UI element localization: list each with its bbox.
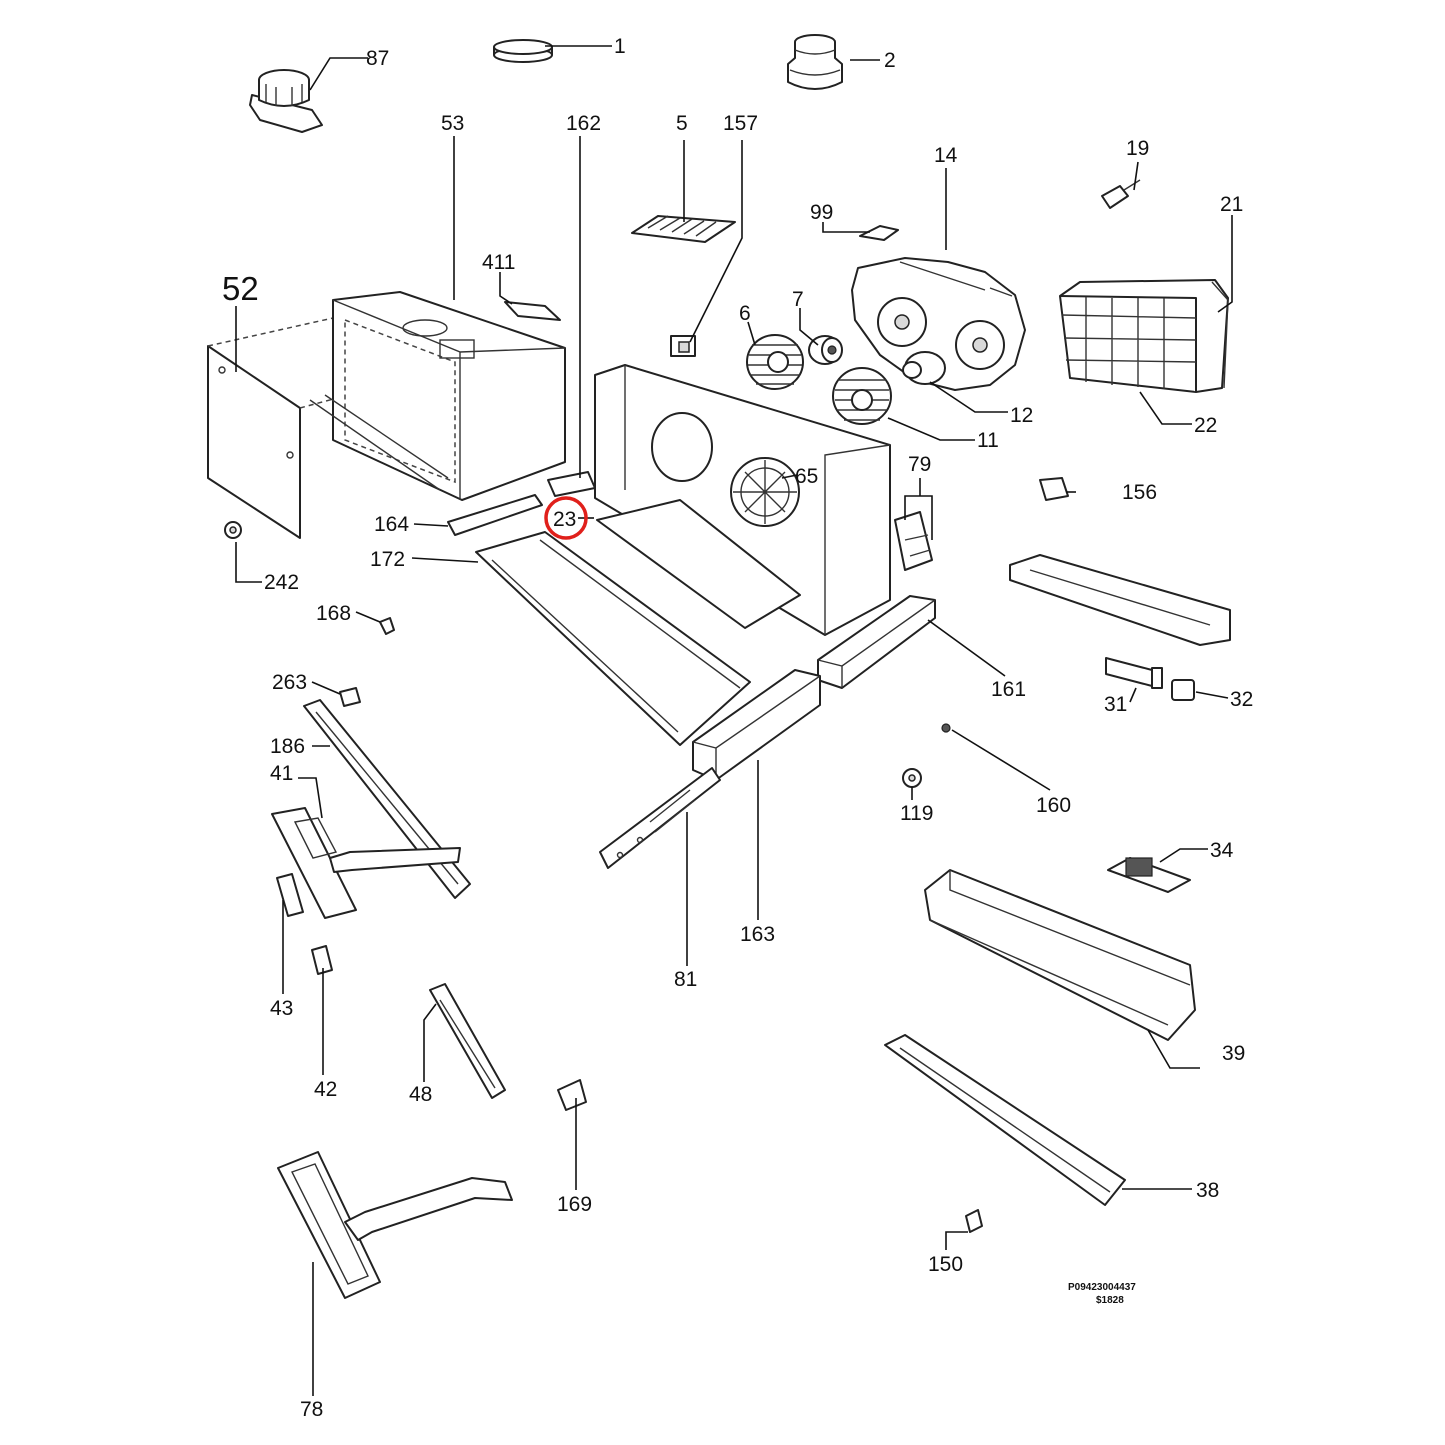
callout-1[interactable]: 1 [614, 35, 626, 58]
highlight-ring [544, 496, 588, 540]
callout-32[interactable]: 32 [1230, 688, 1253, 711]
callout-39[interactable]: 39 [1222, 1042, 1245, 1065]
callout-5[interactable]: 5 [676, 112, 688, 135]
callout-6[interactable]: 6 [739, 302, 751, 325]
part-23-base-plate[interactable] [596, 499, 801, 629]
callout-119[interactable]: 119 [900, 802, 933, 825]
reference-sub: $1828 [1096, 1295, 1124, 1306]
part-81-slide[interactable] [599, 767, 721, 869]
callout-14[interactable]: 14 [934, 144, 958, 167]
callout-19[interactable]: 19 [1126, 137, 1149, 160]
part-119-nut[interactable] [902, 768, 922, 788]
part-163-rail[interactable] [692, 669, 821, 781]
callout-31[interactable]: 31 [1104, 693, 1127, 716]
callout-78[interactable]: 78 [300, 1398, 323, 1421]
callout-162[interactable]: 162 [566, 112, 601, 135]
callout-41[interactable]: 41 [270, 762, 293, 785]
part-42-clip[interactable] [311, 945, 333, 975]
callout-11[interactable]: 11 [977, 429, 999, 452]
callout-150[interactable]: 150 [928, 1253, 963, 1276]
part-2-collar[interactable] [787, 34, 843, 90]
part-48-bracket[interactable] [429, 983, 506, 1099]
callout-160[interactable]: 160 [1036, 794, 1071, 817]
part-242-knob[interactable] [224, 521, 242, 539]
part-chassis-back-plate[interactable] [594, 364, 891, 636]
part-32-cap[interactable] [1171, 679, 1195, 701]
part-87-adapter[interactable] [249, 69, 323, 133]
callout-172[interactable]: 172 [370, 548, 405, 571]
callout-79[interactable]: 79 [908, 453, 931, 476]
part-22-grease-filter[interactable] [1059, 279, 1229, 393]
part-31-pin[interactable] [1105, 657, 1163, 689]
callout-242[interactable]: 242 [264, 571, 299, 594]
callout-164[interactable]: 164 [374, 513, 409, 536]
part-52-front-panel[interactable] [207, 317, 453, 539]
callout-168[interactable]: 168 [316, 602, 351, 625]
callout-81[interactable]: 81 [674, 968, 697, 991]
callout-48[interactable]: 48 [409, 1083, 432, 1106]
part-169-clip[interactable] [557, 1079, 587, 1111]
part-164-rail[interactable] [447, 494, 543, 536]
part-21-filter-frame[interactable] [1211, 281, 1229, 389]
callout-43[interactable]: 43 [270, 997, 293, 1020]
part-7-hub[interactable] [808, 335, 843, 365]
part-rear-shelf[interactable] [1009, 554, 1231, 646]
callout-23[interactable]: 23 [553, 508, 576, 531]
callout-42[interactable]: 42 [314, 1078, 337, 1101]
callout-7[interactable]: 7 [792, 288, 804, 311]
callout-22[interactable]: 22 [1194, 414, 1217, 437]
part-19-lamp[interactable] [1101, 179, 1141, 209]
part-12-motor[interactable] [902, 351, 946, 385]
callout-87[interactable]: 87 [366, 47, 389, 70]
part-78-handle[interactable] [277, 1151, 513, 1299]
callout-65[interactable]: 65 [795, 465, 818, 488]
part-263-clip[interactable] [339, 687, 361, 707]
part-6-fan-wheel[interactable] [746, 334, 804, 390]
part-41-handle-bracket[interactable] [271, 807, 461, 919]
callout-38[interactable]: 38 [1196, 1179, 1219, 1202]
part-34-control-module[interactable] [1107, 857, 1191, 893]
callout-186[interactable]: 186 [270, 735, 305, 758]
part-162-strip[interactable] [547, 471, 596, 497]
part-43-clip[interactable] [276, 873, 304, 917]
part-172-tray[interactable] [475, 531, 751, 746]
callout-21[interactable]: 21 [1220, 193, 1243, 216]
part-38-glass-panel[interactable] [884, 1034, 1126, 1206]
part-99-bracket[interactable] [859, 225, 899, 241]
part-411-label[interactable] [504, 301, 561, 321]
part-39-front-profile[interactable] [924, 869, 1196, 1041]
callout-411[interactable]: 411 [482, 251, 515, 274]
part-79-switch[interactable] [894, 511, 933, 571]
callout-52[interactable]: 52 [222, 270, 259, 307]
callout-labels: 87 1 2 53 162 5 157 14 19 21 99 411 52 7… [222, 35, 1253, 1421]
callout-163[interactable]: 163 [740, 923, 775, 946]
callout-2[interactable]: 2 [884, 49, 896, 72]
part-160-screw[interactable] [941, 723, 951, 733]
part-156-clip[interactable] [1039, 477, 1069, 501]
part-14-housing[interactable] [851, 257, 1026, 391]
reference-code: P09423004437 [1068, 1282, 1136, 1293]
part-168-screw[interactable] [379, 617, 395, 635]
callout-263[interactable]: 263 [272, 671, 307, 694]
part-150-clip[interactable] [965, 1209, 983, 1233]
part-53-canopy[interactable] [309, 291, 566, 501]
callout-34[interactable]: 34 [1210, 839, 1234, 862]
part-11-fan-wheel[interactable] [832, 367, 892, 425]
callout-12[interactable]: 12 [1010, 404, 1033, 427]
callout-161[interactable]: 161 [991, 678, 1026, 701]
callout-169[interactable]: 169 [557, 1193, 592, 1216]
callout-156[interactable]: 156 [1122, 481, 1157, 504]
part-1-ring[interactable] [493, 39, 553, 63]
leader-lines [235, 45, 1233, 1396]
callout-157[interactable]: 157 [723, 112, 758, 135]
part-157-clip[interactable] [670, 335, 696, 357]
callout-53[interactable]: 53 [441, 112, 464, 135]
callout-99[interactable]: 99 [810, 201, 833, 224]
part-5-grille[interactable] [631, 215, 736, 243]
